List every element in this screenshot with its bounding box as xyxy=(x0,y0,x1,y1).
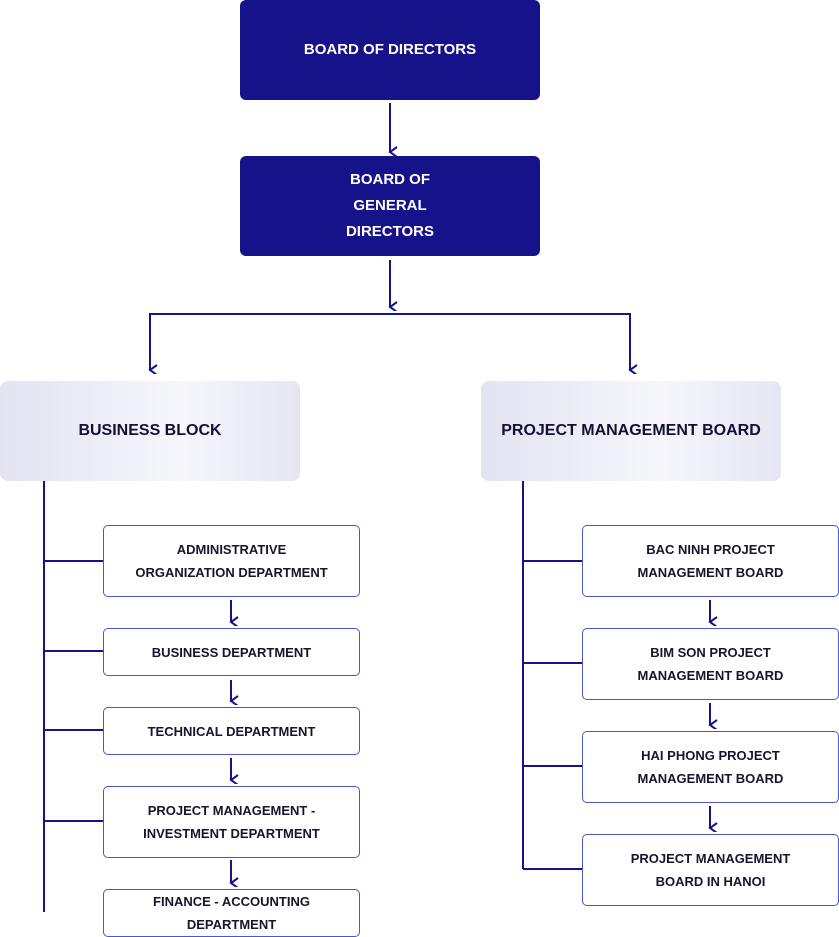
dept-label: BUSINESS DEPARTMENT xyxy=(151,644,312,660)
dept-label: ADMINISTRATIVE ORGANIZATION DEPARTMENT xyxy=(135,542,328,580)
dept-label: FINANCE - ACCOUNTING DEPARTMENT xyxy=(153,894,310,932)
board-label: BIM SON PROJECT MANAGEMENT BOARD xyxy=(637,645,784,683)
dept-label: TECHNICAL DEPARTMENT xyxy=(147,723,316,739)
board-bim-son: BIM SON PROJECT MANAGEMENT BOARD xyxy=(582,628,839,700)
board-label: BAC NINH PROJECT MANAGEMENT BOARD xyxy=(637,542,784,580)
board-of-directors-label: BOARD OF DIRECTORS xyxy=(303,41,477,58)
dept-administrative-organization: ADMINISTRATIVE ORGANIZATION DEPARTMENT xyxy=(103,525,360,597)
dept-business: BUSINESS DEPARTMENT xyxy=(103,628,360,676)
business-block-box: BUSINESS BLOCK xyxy=(0,381,300,481)
dept-label: PROJECT MANAGEMENT - INVESTMENT DEPARTME… xyxy=(143,803,320,841)
board-label: HAI PHONG PROJECT MANAGEMENT BOARD xyxy=(637,748,784,786)
board-hanoi: PROJECT MANAGEMENT BOARD IN HANOI xyxy=(582,834,839,906)
board-of-directors-box: BOARD OF DIRECTORS xyxy=(240,0,540,100)
dept-finance-accounting: FINANCE - ACCOUNTING DEPARTMENT xyxy=(103,889,360,937)
board-hai-phong: HAI PHONG PROJECT MANAGEMENT BOARD xyxy=(582,731,839,803)
board-label: PROJECT MANAGEMENT BOARD IN HANOI xyxy=(630,851,791,889)
dept-technical: TECHNICAL DEPARTMENT xyxy=(103,707,360,755)
project-management-board-label: PROJECT MANAGEMENT BOARD xyxy=(501,422,761,439)
dept-project-management-investment: PROJECT MANAGEMENT - INVESTMENT DEPARTME… xyxy=(103,786,360,858)
board-of-general-directors-label: BOARD OF GENERAL DIRECTORS xyxy=(345,171,435,240)
project-management-board-box: PROJECT MANAGEMENT BOARD xyxy=(481,381,781,481)
split-connector xyxy=(149,313,631,370)
board-bac-ninh: BAC NINH PROJECT MANAGEMENT BOARD xyxy=(582,525,839,597)
business-block-label: BUSINESS BLOCK xyxy=(78,422,222,439)
board-of-general-directors-box: BOARD OF GENERAL DIRECTORS xyxy=(240,156,540,256)
